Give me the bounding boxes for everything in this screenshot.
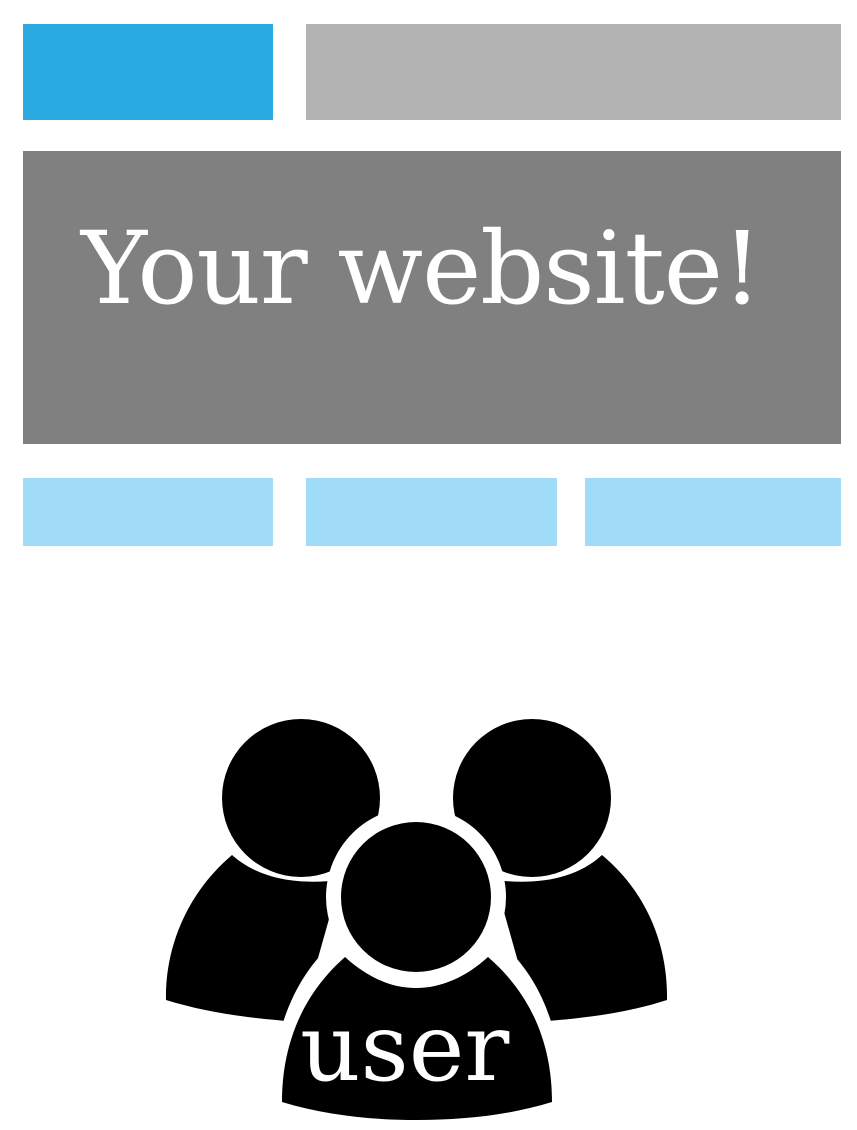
front-user-head-icon <box>341 822 491 972</box>
hero-title: Your website! <box>81 210 762 327</box>
content-column-block-2 <box>306 478 557 546</box>
navigation-placeholder-block <box>306 24 841 120</box>
user-label: user <box>300 994 510 1103</box>
back-left-user-body-icon <box>165 855 340 1022</box>
content-column-block-3 <box>585 478 841 546</box>
content-column-block-1 <box>23 478 273 546</box>
back-right-user-body-icon <box>495 855 668 1022</box>
back-right-user-head-icon <box>453 719 611 877</box>
hero-banner: Your website! <box>23 151 841 444</box>
front-user-body-icon <box>282 957 552 1120</box>
logo-placeholder-block <box>23 24 273 120</box>
back-left-user-head-icon <box>222 719 380 877</box>
